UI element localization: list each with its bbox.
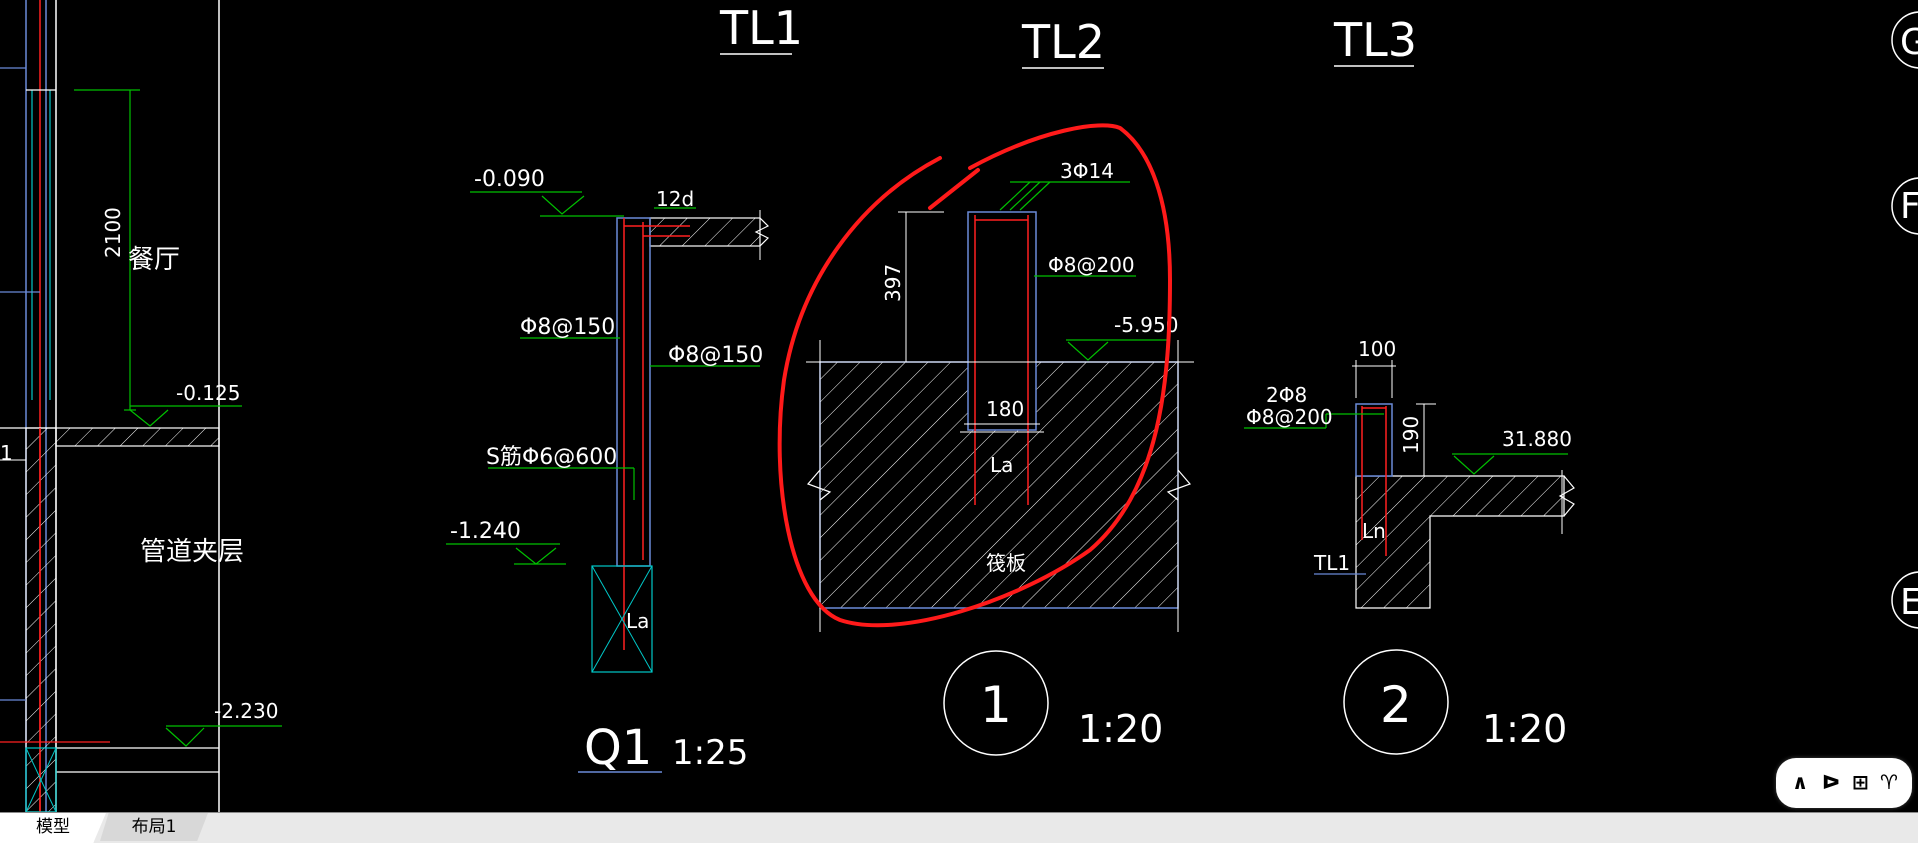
title-tl1: TL1 (719, 1, 803, 55)
d1-number: 1 (980, 676, 1012, 734)
q1-detail (446, 191, 770, 773)
room-label-guandao: 管道夹层 (140, 537, 244, 567)
dim-2100-label: 2100 (101, 207, 125, 258)
q1-elev-minus1240: -1.240 (450, 519, 521, 544)
q1-s-rebar: S筋Φ6@600 (486, 445, 617, 470)
layout-tab-bar: 模型 布局1 (0, 812, 1918, 843)
tab-model[interactable]: 模型 (0, 813, 106, 843)
ime-status-widget[interactable]: ∧ ᐅ ⊞ ♈ (1776, 758, 1912, 808)
d2-depth: 190 (1399, 416, 1423, 454)
grid-bubble-g (1891, 11, 1918, 69)
d2-rebar-2phi8: 2Φ8 (1266, 383, 1307, 407)
cad-model-space[interactable]: 2100 餐厅 -0.125 管道夹层 -2.230 1 TL1 TL2 TL3 (0, 0, 1918, 812)
d1-top-rebar: 3Φ14 (1060, 159, 1114, 183)
grid-label-f: F (1900, 186, 1918, 227)
ime-mode-icon[interactable]: ᐅ (1822, 770, 1841, 794)
title-tl2: TL2 (1021, 15, 1105, 69)
d2-stirrup: Φ8@200 (1246, 405, 1333, 429)
tab-layout1[interactable]: 布局1 (100, 813, 208, 841)
d2-scale: 1:20 (1482, 707, 1567, 751)
q1-scale: 1:25 (672, 733, 748, 773)
title-tl3: TL3 (1333, 13, 1417, 67)
grid-bubble-f (1891, 177, 1918, 235)
d2-number: 2 (1380, 676, 1412, 734)
ime-caret-icon[interactable]: ∧ (1792, 770, 1809, 794)
elev-label-minus2230: -2.230 (214, 699, 278, 723)
grid-label-1: 1 (0, 441, 13, 465)
grid-label-e: E (1900, 582, 1918, 623)
d1-scale: 1:20 (1078, 707, 1163, 751)
d1-stirrup: Φ8@200 (1048, 253, 1135, 277)
room-label-canting: 餐厅 (128, 245, 180, 275)
q1-label-12d: 12d (656, 187, 694, 211)
elev-label-minus0125: -0.125 (176, 381, 240, 405)
grid-label-g: G (1900, 22, 1918, 63)
d1-la: La (990, 453, 1013, 477)
q1-rebar-left: Φ8@150 (520, 315, 615, 340)
left-section (0, 0, 282, 812)
markup-ellipse (777, 123, 1173, 628)
d1-width: 180 (986, 397, 1024, 421)
d2-tl1: TL1 (1313, 551, 1350, 575)
ime-grid-icon[interactable]: ⊞ (1852, 770, 1869, 794)
drawing-canvas[interactable]: 2100 餐厅 -0.125 管道夹层 -2.230 1 TL1 TL2 TL3 (0, 0, 1918, 812)
q1-la: La (626, 609, 649, 633)
grid-bubble-e (1891, 571, 1918, 629)
detail2 (1244, 360, 1575, 755)
ime-skin-icon[interactable]: ♈ (1880, 770, 1898, 794)
q1-elev-minus0090: -0.090 (474, 167, 545, 192)
d2-ln: Ln (1362, 519, 1386, 543)
detail1 (806, 181, 1194, 756)
q1-rebar-right: Φ8@150 (668, 343, 763, 368)
d2-elev: 31.880 (1502, 427, 1572, 451)
d2-width: 100 (1358, 337, 1396, 361)
d1-dim-397: 397 (881, 264, 905, 302)
d1-raft: 筏板 (986, 551, 1026, 575)
q1-title: Q1 (584, 720, 652, 776)
